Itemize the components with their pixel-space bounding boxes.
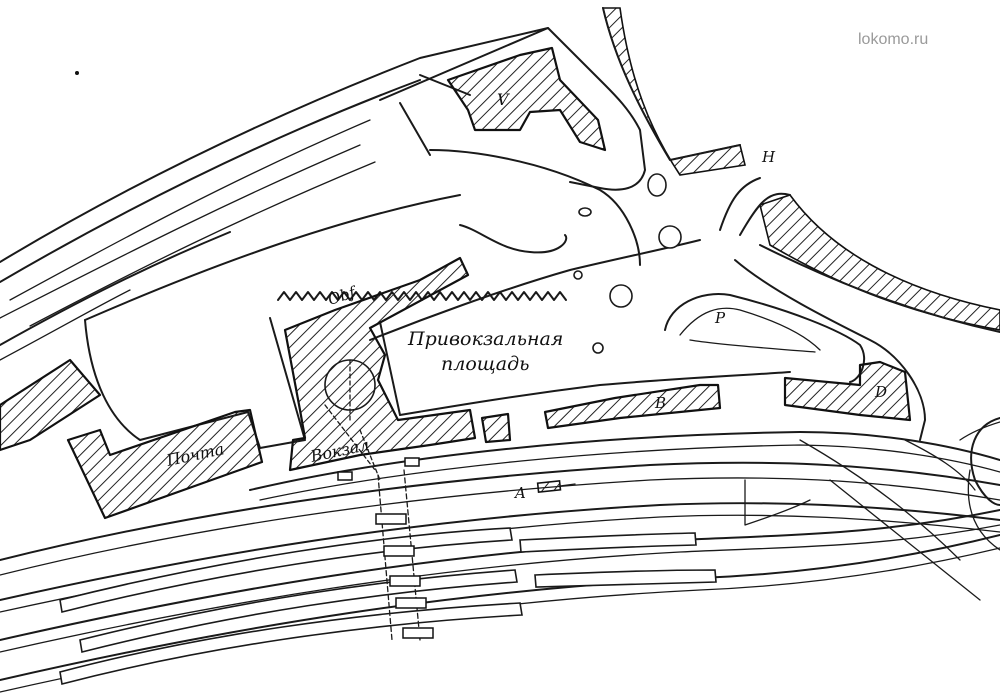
right-boundary	[734, 192, 1000, 441]
square-label-line2: площадь	[441, 353, 530, 375]
map-dot	[75, 71, 79, 75]
parking-p: P	[664, 293, 866, 383]
station-wing	[480, 412, 512, 444]
square-label-line1: Привокзальная	[407, 328, 563, 350]
post-office: Почта	[66, 408, 264, 520]
building-d: D	[783, 360, 912, 422]
label-h: H	[761, 148, 776, 166]
building-v	[446, 46, 607, 152]
label-d: D	[874, 383, 887, 401]
top-right-boundary: H	[601, 7, 776, 176]
label-v: V	[497, 90, 510, 109]
island-3	[658, 225, 682, 249]
label-b: B	[654, 394, 666, 412]
island-5	[609, 284, 633, 308]
upper-left-tracks	[0, 27, 549, 361]
upper-block: V	[379, 27, 646, 191]
station-building: Вокзал	[283, 256, 512, 481]
island-6	[592, 342, 604, 354]
left-building	[0, 358, 102, 452]
label-p: P	[714, 309, 726, 327]
footbridge	[337, 457, 434, 641]
island-2	[578, 207, 592, 217]
right-curve	[970, 417, 1000, 506]
watermark: lokomo.ru	[858, 31, 928, 48]
label-a: A	[513, 484, 526, 502]
station-square: Obf	[84, 149, 791, 449]
building-b: B	[543, 383, 722, 430]
marker-a: A	[513, 479, 576, 502]
island-4	[573, 270, 583, 280]
island-1	[647, 173, 667, 197]
